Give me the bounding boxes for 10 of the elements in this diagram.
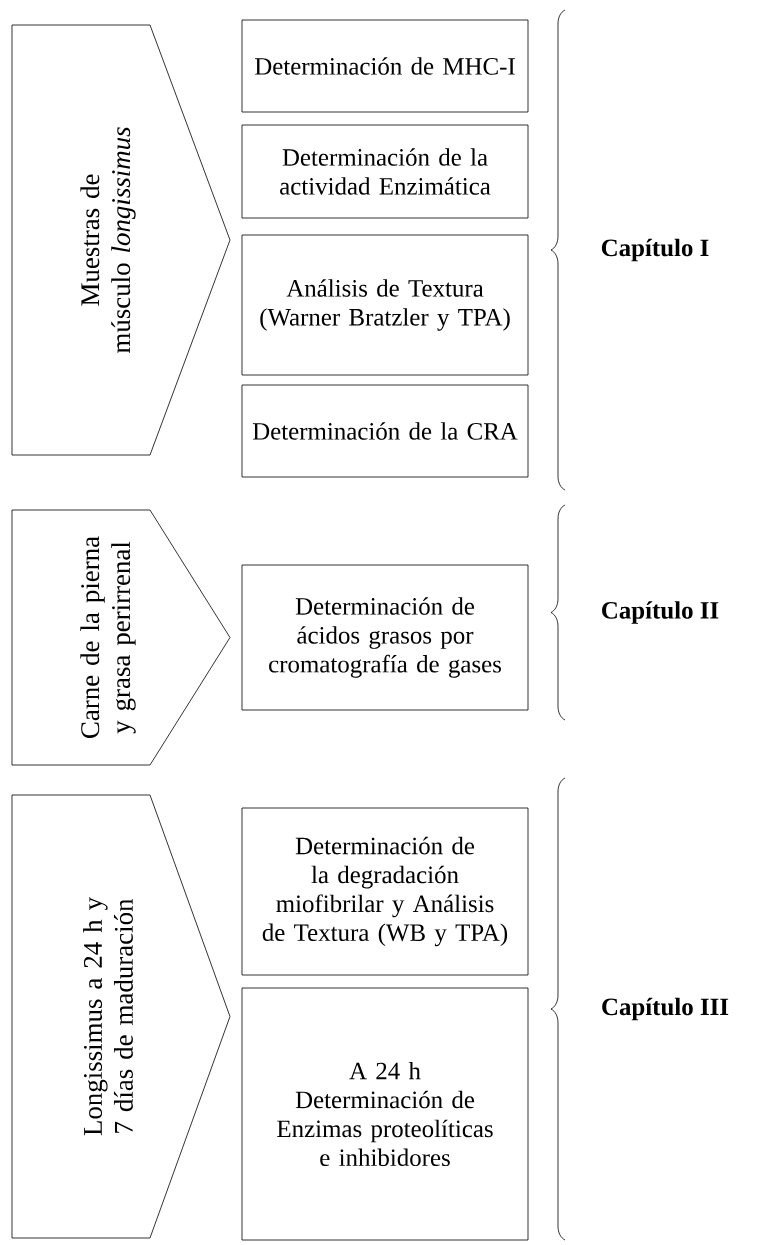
process-box: Determinación de la CRA: [241, 384, 529, 478]
process-box: Determinación de MHC-I: [241, 19, 529, 113]
chapter-label: Capítulo II: [602, 601, 719, 624]
process-box: A 24 h Determinación de Enzimas proteolíticas e inhibidores: [241, 987, 529, 1241]
process-box: Determinación de la actividad Enzimática: [241, 124, 529, 219]
process-box: Determinación de ácidos grasos por cromatografía de gases: [241, 564, 529, 711]
process-box: Determinación de la degradación miofibrilar y Análisis de Textura (WB y TPA): [241, 807, 529, 976]
process-box: Análisis de Textura (Warner Bratzler y TPA): [241, 234, 529, 376]
chapter-label: Capítulo I: [601, 238, 709, 262]
chapter-label: Capítulo III: [602, 997, 729, 1021]
